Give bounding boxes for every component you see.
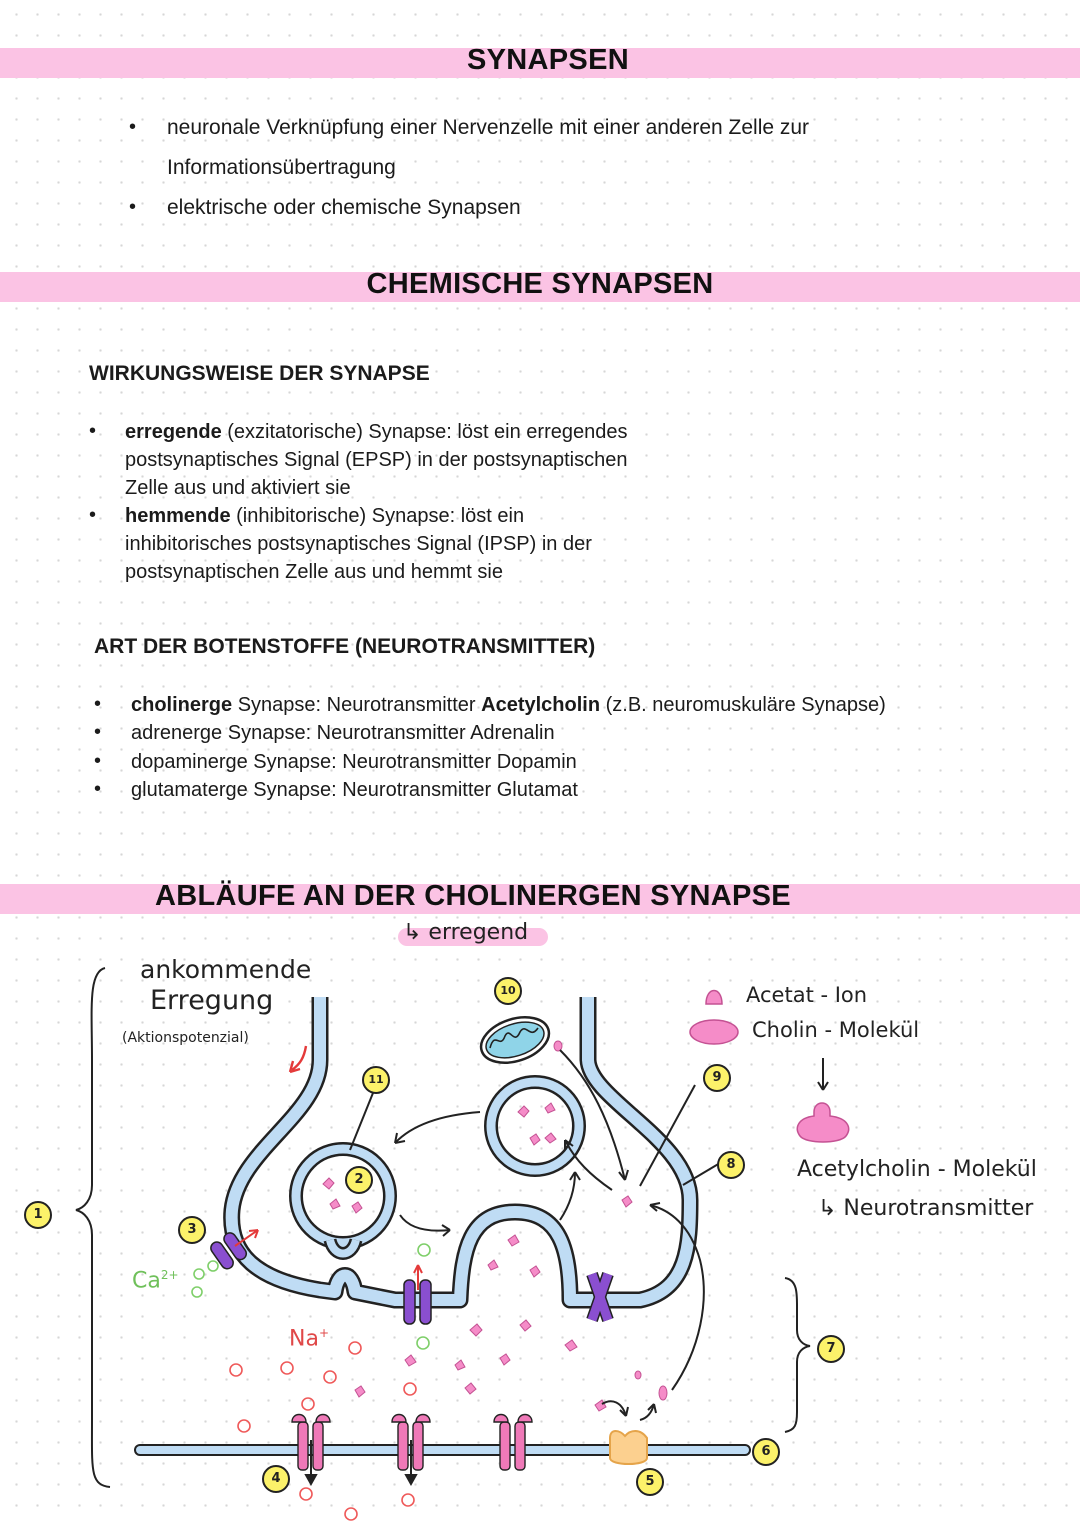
label-calcium: Ca2+ bbox=[132, 1268, 179, 1294]
bullet: • bbox=[89, 420, 97, 442]
step-number-1: 1 bbox=[24, 1201, 52, 1229]
step-number-8: 8 bbox=[717, 1151, 745, 1179]
channel-right bbox=[586, 1272, 614, 1322]
step-number-9: 9 bbox=[703, 1064, 731, 1092]
wirkung-item-1: erregende (exzitatorische) Synapse: löst… bbox=[125, 421, 628, 443]
legend-acetylcholin: Acetylcholin - Molekül bbox=[797, 1157, 1037, 1182]
step-number-3: 3 bbox=[178, 1216, 206, 1244]
bullet: • bbox=[129, 116, 137, 138]
bullet-text-cont: Informationsübertragung bbox=[167, 156, 396, 179]
arrow-exocytosis bbox=[399, 1214, 451, 1232]
botenstoff-item: glutamaterge Synapse: Neurotransmitter G… bbox=[131, 779, 578, 801]
step-number-2: 2 bbox=[345, 1166, 373, 1194]
wirkung-item-1-cont: postsynaptisches Signal (EPSP) in der po… bbox=[125, 449, 628, 471]
legend-cholin: Cholin - Molekül bbox=[752, 1018, 920, 1042]
erregend-note: ↳ erregend bbox=[403, 920, 529, 945]
legend-acetat-ion bbox=[705, 989, 723, 1005]
leader-11 bbox=[349, 1087, 376, 1151]
bullet: • bbox=[94, 778, 102, 800]
bullet: • bbox=[94, 693, 102, 715]
leader-9 bbox=[639, 1084, 696, 1187]
title-band bbox=[0, 884, 1080, 914]
botenstoff-item: adrenerge Synapse: Neurotransmitter Adre… bbox=[131, 722, 555, 744]
label-ankommende: ankommende bbox=[140, 955, 312, 984]
wirkung-item-2: hemmende (inhibitorische) Synapse: löst … bbox=[125, 505, 525, 527]
ach-receptor bbox=[391, 1413, 431, 1471]
label-erregung: Erregung bbox=[150, 985, 274, 1016]
leader-8 bbox=[682, 1162, 721, 1186]
bullet: • bbox=[94, 750, 102, 772]
section-title-ablaeufe: ABLÄUFE AN DER CHOLINERGEN SYNAPSE bbox=[155, 880, 791, 912]
arrow-recycle-left bbox=[394, 1111, 481, 1144]
step-number-6: 6 bbox=[752, 1438, 780, 1466]
wirkung-item-2-cont: postsynaptischen Zelle aus und hemmt sie bbox=[125, 561, 503, 583]
step-number-10: 10 bbox=[494, 977, 522, 1005]
legend-neurotransmitter: ↳ Neurotransmitter bbox=[818, 1196, 1034, 1221]
acetylcholinesterase bbox=[609, 1430, 648, 1465]
wirkung-item-2-cont: inhibitorisches postsynaptisches Signal … bbox=[125, 533, 592, 555]
arrow-action-potential bbox=[291, 1045, 308, 1071]
step-number-5: 5 bbox=[636, 1468, 664, 1496]
calcium-channel bbox=[210, 1232, 248, 1270]
bullet: • bbox=[129, 196, 137, 218]
legend-cholin-molecule bbox=[689, 1019, 739, 1045]
subheading-botenstoffe: ART DER BOTENSTOFFE (NEUROTRANSMITTER) bbox=[94, 635, 596, 658]
section-title-chemische-synapsen: CHEMISCHE SYNAPSEN bbox=[366, 268, 714, 300]
legend-acetylcholin-molecule bbox=[796, 1102, 850, 1143]
title-band bbox=[0, 48, 1080, 78]
brace-1 bbox=[75, 967, 111, 1488]
step-number-4: 4 bbox=[262, 1465, 290, 1493]
ach-receptor bbox=[291, 1413, 331, 1471]
subheading-wirkungsweise: WIRKUNGSWEISE DER SYNAPSE bbox=[89, 362, 430, 385]
section-title-synapsen: SYNAPSEN bbox=[467, 44, 629, 76]
bullet-text: neuronale Verknüpfung einer Nervenzelle … bbox=[167, 116, 810, 139]
label-aktionspotenzial: (Aktionspotenzial) bbox=[122, 1030, 249, 1046]
wirkung-item-1-cont: Zelle aus und aktiviert sie bbox=[125, 477, 351, 499]
erregend-highlight bbox=[398, 928, 548, 946]
label-sodium: Na+ bbox=[289, 1326, 330, 1352]
bullet: • bbox=[89, 504, 97, 526]
step-number-7: 7 bbox=[817, 1335, 845, 1363]
step-number-11: 11 bbox=[362, 1066, 390, 1094]
botenstoff-item: cholinerge Synapse: Neurotransmitter Ace… bbox=[131, 694, 886, 716]
bullet-text: elektrische oder chemische Synapsen bbox=[167, 196, 521, 219]
bullet: • bbox=[94, 721, 102, 743]
brace-7 bbox=[784, 1277, 811, 1433]
ach-receptor-closed bbox=[493, 1413, 533, 1471]
legend-acetat: Acetat - Ion bbox=[746, 983, 868, 1007]
botenstoff-item: dopaminerge Synapse: Neurotransmitter Do… bbox=[131, 751, 577, 773]
sodium-channel-presyn bbox=[403, 1279, 432, 1325]
title-band bbox=[0, 272, 1080, 302]
